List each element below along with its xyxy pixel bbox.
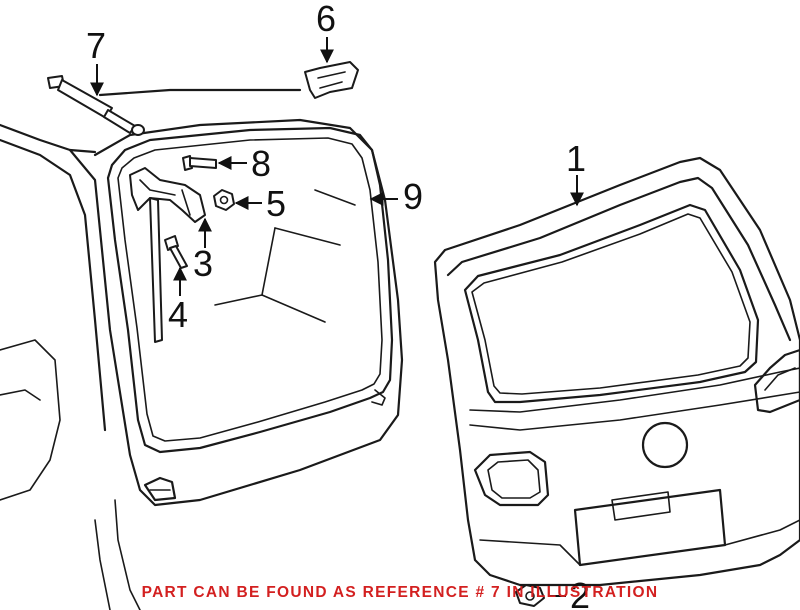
cargo-area-lines: [214, 189, 356, 323]
callout-6: 6: [316, 0, 336, 39]
callout-9: 9: [403, 176, 423, 217]
hinge-nut-5: [213, 189, 235, 211]
callout-4: 4: [168, 294, 188, 335]
hinge-assembly: [129, 167, 206, 343]
lift-support-strut: [47, 75, 145, 136]
callout-1: 1: [566, 138, 586, 179]
callout-labels: 1 2 3 4 5 6 7 8 9: [86, 0, 590, 610]
leader-arrows: [90, 37, 584, 597]
vehicle-body-outline: [0, 88, 404, 610]
hinge-bolt-8: [182, 155, 217, 171]
nut-2: [515, 584, 545, 607]
callout-2: 2: [570, 575, 590, 610]
callout-8: 8: [251, 143, 271, 184]
reference-note: PART CAN BE FOUND AS REFERENCE # 7 IN IL…: [141, 584, 659, 601]
weatherstrip-seal: [106, 126, 394, 454]
callout-5: 5: [266, 183, 286, 224]
callout-3: 3: [193, 243, 213, 284]
hinge-bolt-4: [164, 235, 188, 269]
liftgate: [433, 156, 800, 587]
bracket-6: [304, 61, 359, 99]
callout-7: 7: [86, 25, 106, 66]
